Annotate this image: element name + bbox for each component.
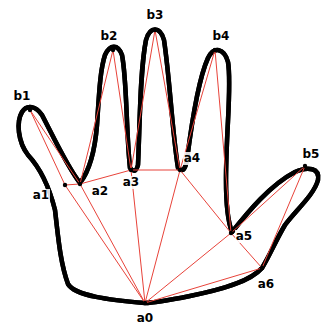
point-label: a2 [91,185,109,198]
point-label: a5 [235,230,253,243]
point-label: b3 [146,9,165,22]
point-label: b1 [13,90,32,103]
point-label: a6 [257,278,275,291]
point-label: a4 [183,152,201,165]
point-label: b2 [100,30,119,43]
hand-outline [19,30,319,304]
point-label: a0 [136,312,154,325]
point-label: a3 [122,176,140,189]
point-label: b4 [212,30,231,43]
landmark-dots [28,28,307,305]
measure-lines [30,30,305,303]
point-label: b5 [302,148,321,161]
point-label: a1 [32,189,50,202]
